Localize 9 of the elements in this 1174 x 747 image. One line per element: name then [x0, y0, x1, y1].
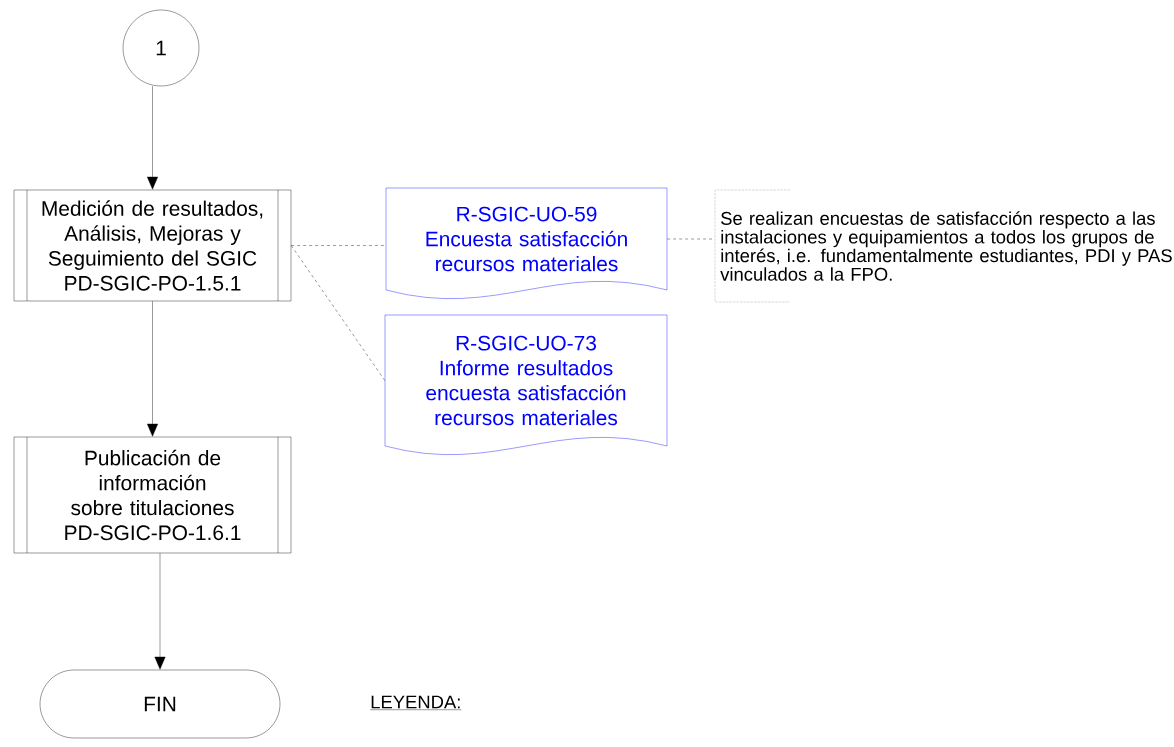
subprocess-box: Medición de resultados, Análisis, Mejoras y Seguimiento del SGIC PD-SGIC-PO-1.5.1	[13, 189, 292, 302]
connector-line	[291, 245, 385, 381]
connector-line	[147, 301, 158, 437]
connector-line	[291, 245, 386, 246]
connector-line	[154, 553, 166, 670]
annotation-text: Se realizan encuestas de satisfacción respecto a las instalaciones y equipamientos a todos los grupos de interés, i.e. fundamentalmente estudiantes, PDI y PAS vinculados a la FPO.	[714, 189, 1172, 303]
connector-line	[147, 86, 158, 190]
subprocess-box: Publicación de información sobre titulaciones PD-SGIC-PO-1.6.1	[13, 436, 292, 554]
legend-heading: LEYENDA:	[370, 695, 462, 710]
